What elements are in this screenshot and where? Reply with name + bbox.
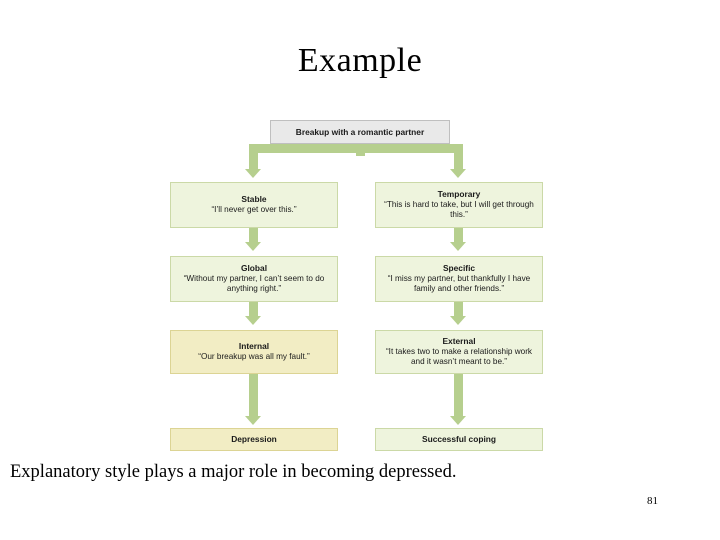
flow-node-right-1: Temporary “This is hard to take, but I w… [375, 182, 543, 228]
arrow-right-1-2-head [450, 242, 466, 251]
flow-node-left-2-body: “Without my partner, I can’t seem to do … [183, 273, 325, 294]
arrow-root-right-stem [454, 144, 463, 169]
flow-node-right-3: External “It takes two to make a relatio… [375, 330, 543, 374]
flow-node-left-2: Global “Without my partner, I can’t seem… [170, 256, 338, 302]
flow-node-left-1-body: “I’ll never get over this.” [211, 205, 297, 215]
flowchart-diagram: Breakup with a romantic partner Stable “… [160, 120, 560, 451]
flow-node-right-2-body: “I miss my partner, but thankfully I hav… [387, 273, 531, 294]
flow-node-left-1-head: Stable [241, 194, 267, 205]
arrow-right-3-4-head [450, 416, 466, 425]
flow-node-left-1: Stable “I’ll never get over this.” [170, 182, 338, 228]
flow-node-right-3-body: “It takes two to make a relationship wor… [385, 346, 533, 367]
flow-node-left-4: Depression [170, 428, 338, 451]
flow-node-root: Breakup with a romantic partner [270, 120, 450, 144]
root-bar [249, 144, 463, 153]
arrow-root-left-head [245, 169, 261, 178]
flow-node-right-4-head: Successful coping [422, 434, 496, 445]
arrow-left-2-3-head [245, 316, 261, 325]
flow-node-root-label: Breakup with a romantic partner [295, 126, 425, 137]
arrow-root-right-head [450, 169, 466, 178]
arrow-left-1-2-stem [249, 228, 258, 242]
flow-node-right-2: Specific “I miss my partner, but thankfu… [375, 256, 543, 302]
slide-caption: Explanatory style plays a major role in … [10, 462, 457, 482]
flow-node-right-1-head: Temporary [437, 189, 481, 200]
arrow-right-3-4-stem [454, 374, 463, 416]
flow-node-right-2-head: Specific [442, 263, 476, 274]
page-number: 81 [647, 495, 658, 507]
flow-node-right-1-body: “This is hard to take, but I will get th… [384, 199, 534, 220]
arrow-right-2-3-head [450, 316, 466, 325]
arrow-left-1-2-head [245, 242, 261, 251]
flow-node-left-2-head: Global [240, 263, 268, 274]
arrow-left-3-4-stem [249, 374, 258, 416]
flow-node-left-3: Internal “Our breakup was all my fault.” [170, 330, 338, 374]
flow-node-left-3-body: “Our breakup was all my fault.” [198, 352, 310, 362]
flow-node-left-3-head: Internal [238, 341, 270, 352]
flow-node-right-3-head: External [442, 336, 476, 347]
arrow-right-2-3-stem [454, 302, 463, 316]
arrow-left-3-4-head [245, 416, 261, 425]
flow-node-left-4-head: Depression [231, 434, 277, 445]
page-title: Example [297, 42, 423, 79]
arrow-right-1-2-stem [454, 228, 463, 242]
flow-node-right-4: Successful coping [375, 428, 543, 451]
arrow-root-left-stem [249, 144, 258, 169]
arrow-left-2-3-stem [249, 302, 258, 316]
